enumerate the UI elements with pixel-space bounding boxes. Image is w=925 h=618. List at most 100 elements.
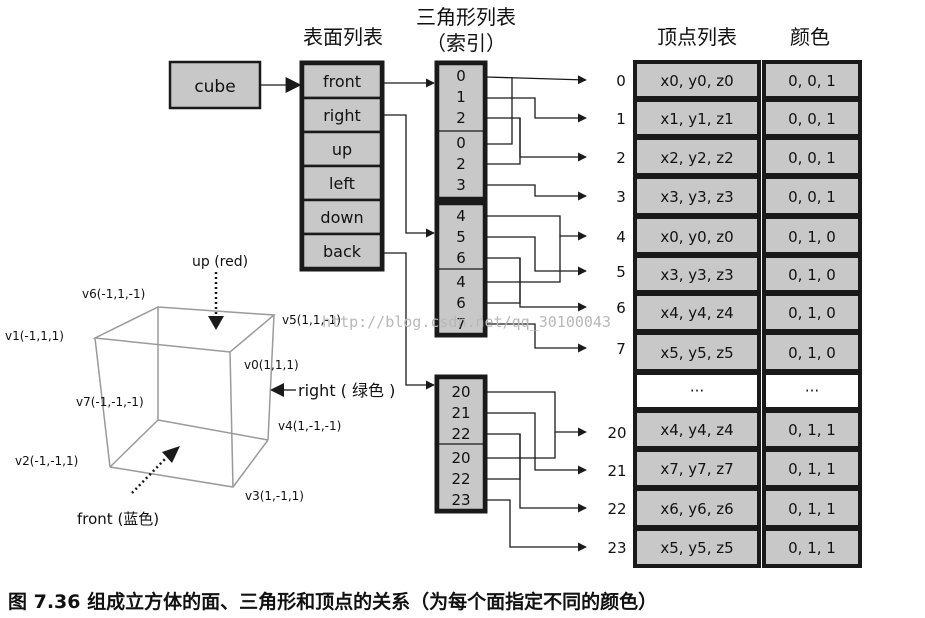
vertex-label-v0: v0(1,1,1) xyxy=(244,358,299,372)
vertex-row: x7, y7, z7 xyxy=(660,460,733,478)
vertex-index-numbers: 0 1 2 3 4 5 6 7 20 21 22 23 xyxy=(607,72,626,557)
color-row: 0, 0, 1 xyxy=(788,188,836,206)
color-row: 0, 1, 0 xyxy=(788,304,836,322)
index-value: 23 xyxy=(451,491,470,509)
index-value: 6 xyxy=(456,294,466,312)
vertex-row: x5, y5, z5 xyxy=(660,344,733,362)
vertex-number: 22 xyxy=(607,500,626,518)
arrow-up-right-icon xyxy=(162,446,180,463)
vertex-label-v3: v3(1,-1,1) xyxy=(245,489,304,503)
face-label: left xyxy=(329,174,355,193)
vertex-label-v5: v5(1,1,-1) xyxy=(282,313,341,327)
vertex-number: 23 xyxy=(607,539,626,557)
index-value: 2 xyxy=(456,109,466,127)
index-value: 4 xyxy=(456,273,466,291)
vertex-label-v6: v6(-1,1,-1) xyxy=(82,287,145,301)
face-row-front xyxy=(301,62,383,100)
header-vertex-list: 顶点列表 xyxy=(657,25,737,49)
color-row: 0, 0, 1 xyxy=(788,149,836,167)
cube-vertex-labels: v6(-1,1,-1) v1(-1,1,1) v5(1,1,-1) v0(1,1… xyxy=(5,287,341,503)
face-indicators: up (red) right ( 绿色 ) front (蓝色) xyxy=(77,254,395,528)
vertex-number: 4 xyxy=(616,228,626,246)
index-value: 5 xyxy=(456,228,466,246)
vertex-label-v1: v1(-1,1,1) xyxy=(5,329,64,343)
index-value: 4 xyxy=(456,207,466,225)
figure-caption: 图 7.36 组成立方体的面、三角形和顶点的关系（为每个面指定不同的颜色） xyxy=(8,590,657,613)
vertex-label-v2: v2(-1,-1,1) xyxy=(15,454,78,468)
index-value: 2 xyxy=(456,155,466,173)
color-row: 0, 1, 0 xyxy=(788,228,836,246)
index-value: 0 xyxy=(456,67,466,85)
vertex-number: 20 xyxy=(607,424,626,442)
index-value: 22 xyxy=(451,425,470,443)
face-row-left xyxy=(301,164,383,202)
vertex-row: x4, y4, z4 xyxy=(660,304,733,322)
vertex-number: 3 xyxy=(616,188,626,206)
vertex-row: x0, y0, z0 xyxy=(660,72,733,90)
face-note-up: up (red) xyxy=(192,254,248,270)
face-note-front: front (蓝色) xyxy=(77,510,159,528)
vertex-row: x4, y4, z4 xyxy=(660,421,733,439)
color-row: 0, 1, 1 xyxy=(788,460,836,478)
index-value: 3 xyxy=(456,176,466,194)
face-row-back xyxy=(301,232,383,270)
index-value: 7 xyxy=(456,315,466,333)
face-label: down xyxy=(320,208,363,227)
index-group-back: 20 21 22 20 22 23 xyxy=(434,374,488,514)
vertex-row: x1, y1, z1 xyxy=(660,110,733,128)
face-label: front xyxy=(323,72,361,91)
face-label: back xyxy=(323,242,362,261)
vertex-number: 5 xyxy=(616,263,626,281)
face-row-down xyxy=(301,198,383,236)
color-row: 0, 1, 1 xyxy=(788,421,836,439)
index-to-vertex-connectors-back xyxy=(486,391,587,552)
vertex-row-ellipsis: ··· xyxy=(690,382,704,400)
face-note-right: right ( 绿色 ) xyxy=(298,381,395,400)
vertex-row: x2, y2, z2 xyxy=(660,149,733,167)
header-triangle-list: 三角形列表 xyxy=(416,5,516,29)
surface-list: front right up left down back xyxy=(299,60,385,272)
watermark: http://blog.csdn.net/qq_30100043 xyxy=(322,313,611,331)
arrow-left-icon xyxy=(270,383,284,397)
vertex-number: 1 xyxy=(616,110,626,128)
header-triangle-index: （索引） xyxy=(426,31,506,55)
cube-label: cube xyxy=(194,77,235,97)
vertex-row: x3, y3, z3 xyxy=(660,266,733,284)
arrow-down-icon xyxy=(208,316,224,330)
vertex-label-v4: v4(1,-1,-1) xyxy=(278,419,341,433)
index-value: 20 xyxy=(451,449,470,467)
header-color: 颜色 xyxy=(790,25,830,49)
index-to-vertex-connectors-right xyxy=(486,215,587,353)
vertex-row: x5, y5, z5 xyxy=(660,539,733,557)
vertex-row: x6, y6, z6 xyxy=(660,500,733,518)
cube-node: cube xyxy=(168,60,262,110)
index-group-right: 4 5 6 4 6 7 xyxy=(434,200,488,338)
vertex-number: 7 xyxy=(616,340,626,358)
header-surface-list: 表面列表 xyxy=(303,25,383,49)
vertex-number: 21 xyxy=(607,462,626,480)
cube-wireframe xyxy=(92,306,276,488)
vertex-list: x0, y0, z0 x1, y1, z1 x2, y2, z2 x3, y3,… xyxy=(633,60,761,568)
index-value: 21 xyxy=(451,404,470,422)
index-value: 6 xyxy=(456,249,466,267)
vertex-number: 2 xyxy=(616,149,626,167)
color-row-ellipsis: ··· xyxy=(805,382,819,400)
face-label: right xyxy=(323,106,361,125)
index-value: 22 xyxy=(451,470,470,488)
color-row: 0, 1, 0 xyxy=(788,266,836,284)
index-value: 20 xyxy=(451,383,470,401)
index-group-front: 0 1 2 0 2 3 xyxy=(434,60,488,202)
index-to-vertex-connectors-front xyxy=(485,75,587,201)
vertex-row: x0, y0, z0 xyxy=(660,228,733,246)
color-row: 0, 1, 1 xyxy=(788,539,836,557)
color-row: 0, 1, 1 xyxy=(788,500,836,518)
vertex-number: 6 xyxy=(616,299,626,317)
face-to-triangle-connectors xyxy=(383,78,435,390)
index-value: 0 xyxy=(456,134,466,152)
color-list: 0, 0, 1 0, 0, 1 0, 0, 1 0, 0, 1 0, 1, 0 … xyxy=(762,60,862,568)
vertex-label-v7: v7(-1,-1,-1) xyxy=(76,395,144,409)
vertex-number: 0 xyxy=(616,72,626,90)
color-row: 0, 1, 0 xyxy=(788,344,836,362)
color-row: 0, 0, 1 xyxy=(788,110,836,128)
